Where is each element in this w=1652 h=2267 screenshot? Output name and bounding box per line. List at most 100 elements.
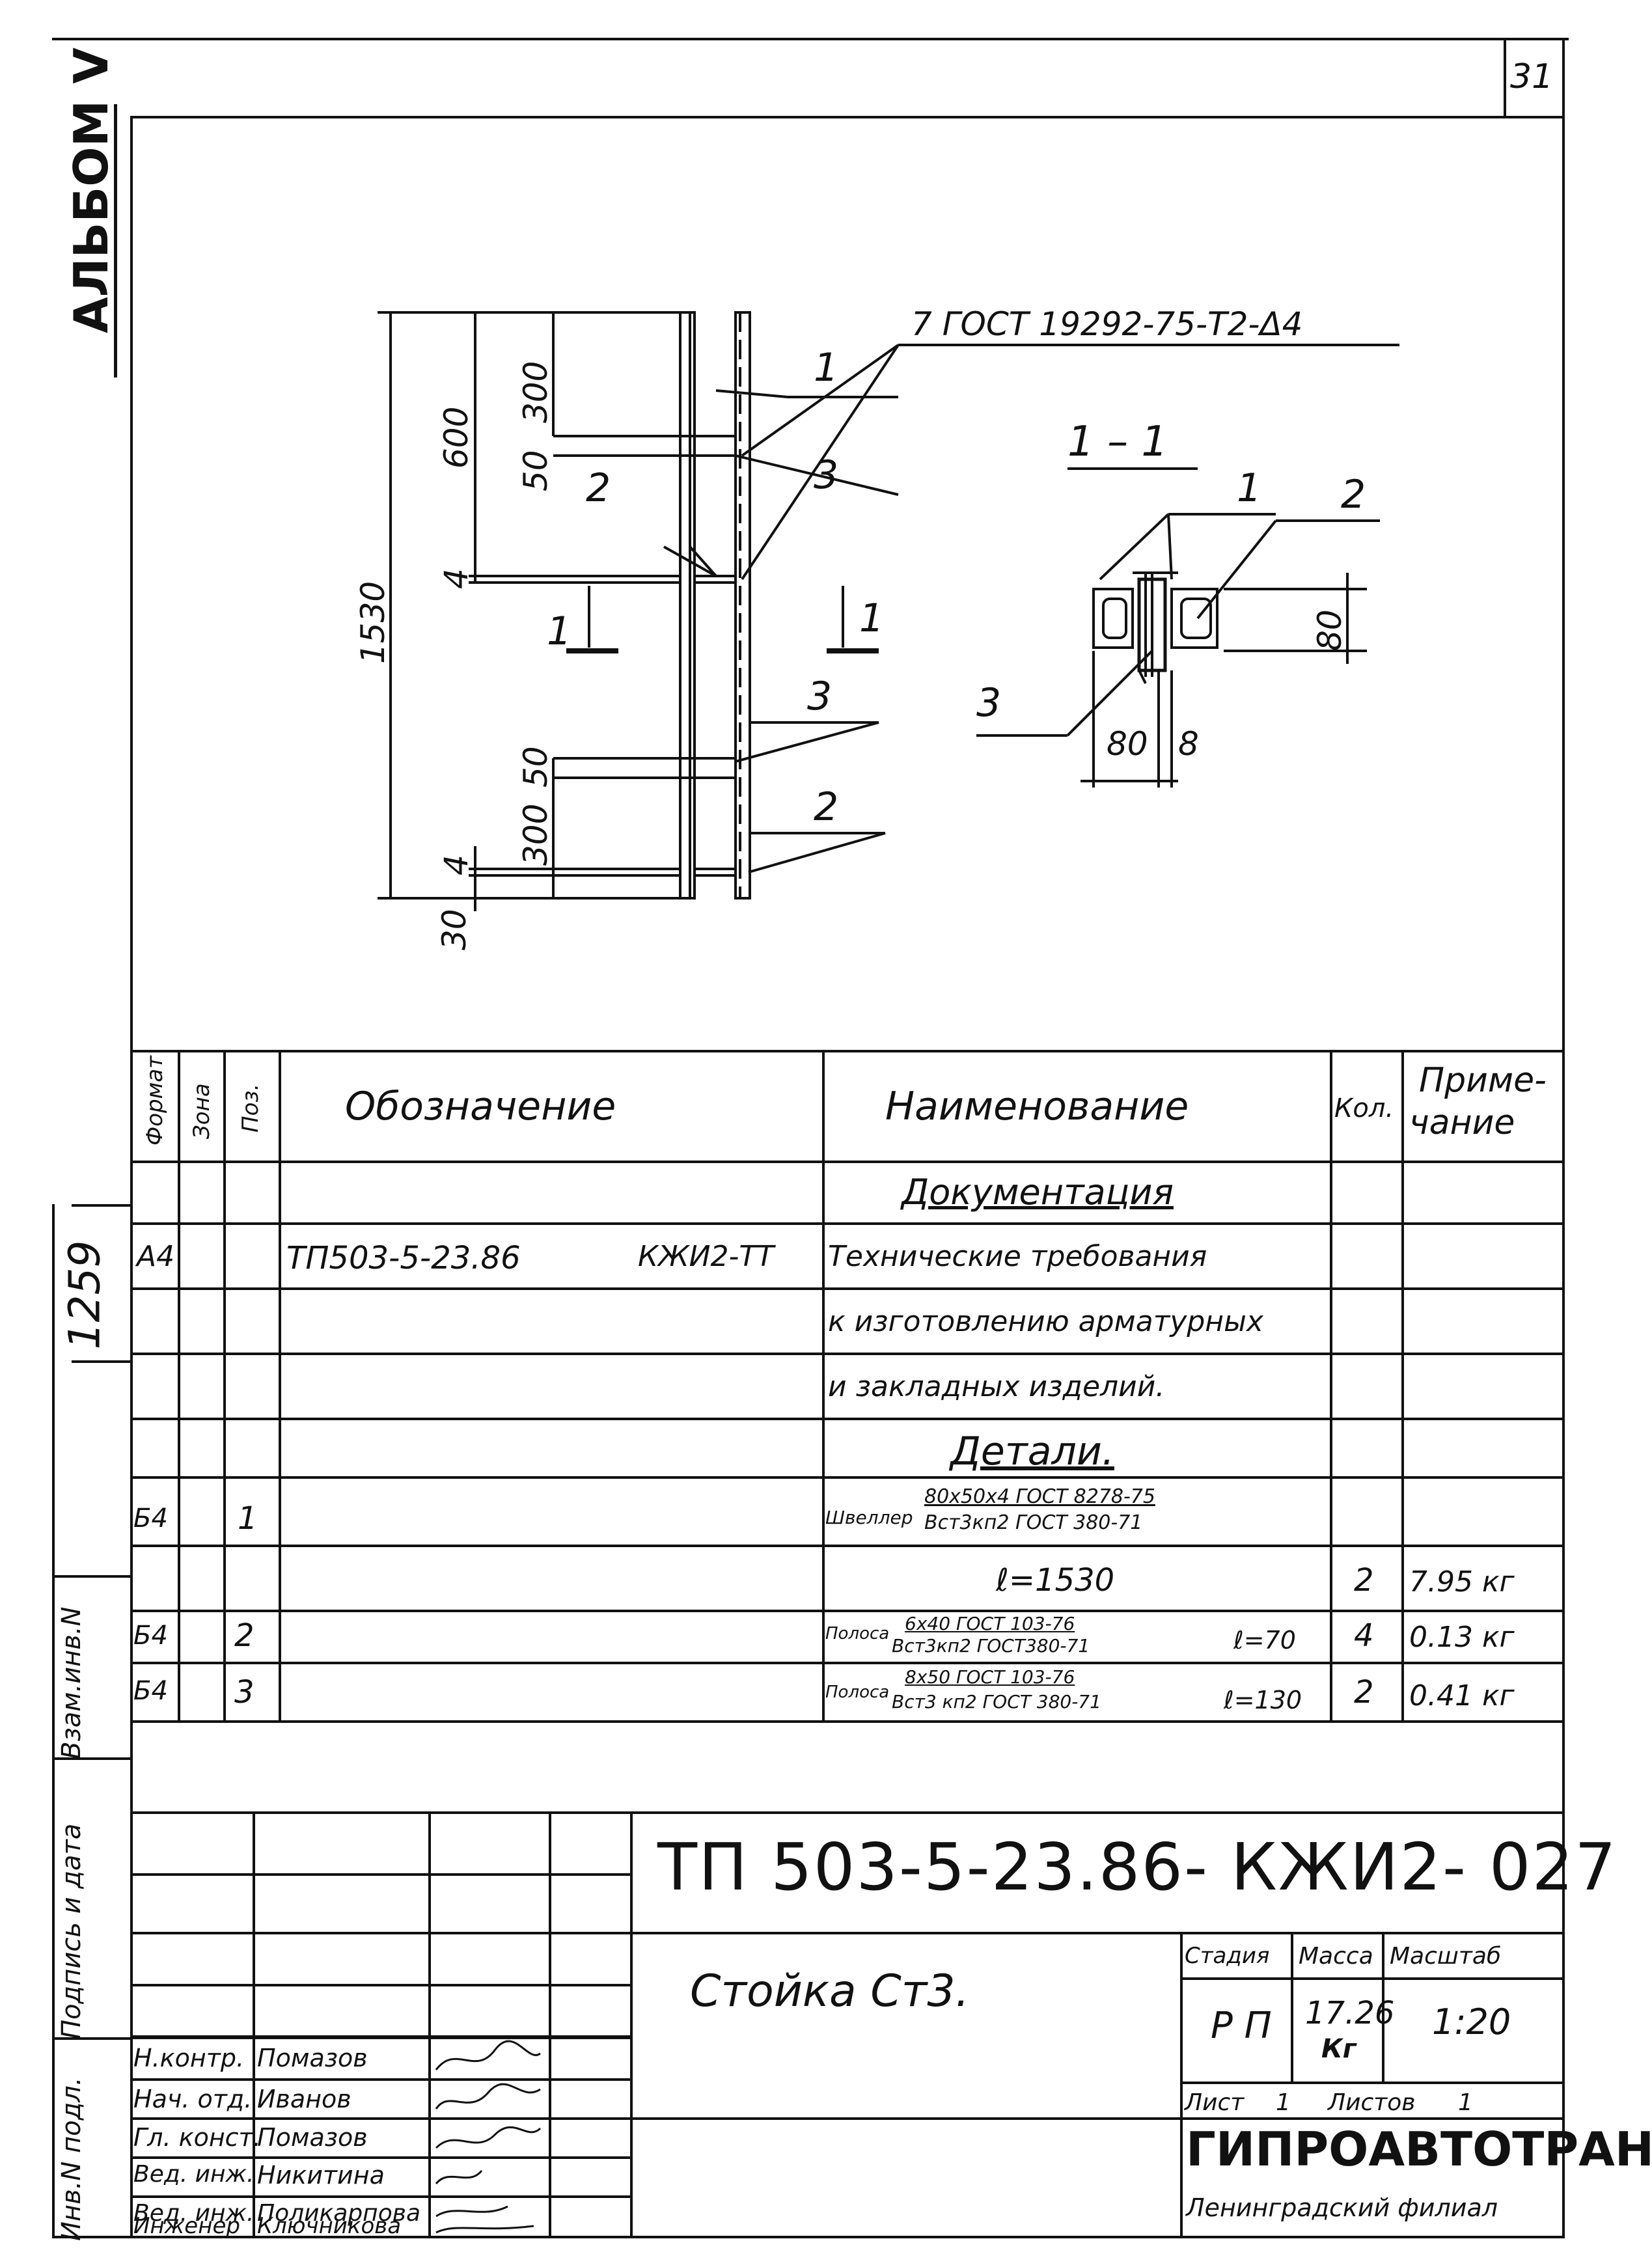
scale-label: Масштаб <box>1390 1943 1502 1970</box>
sheet-no-box-left <box>1504 39 1506 117</box>
row1-name-extra: ℓ=1530 <box>996 1562 1115 1599</box>
callout-1: 1 <box>814 345 838 391</box>
section-callout-2: 2 <box>1341 472 1366 517</box>
callout-2: 2 <box>586 465 611 511</box>
staff-role-4: Вед. инж. <box>133 2161 255 2188</box>
doc-name-line-1: Технические требования <box>828 1240 1207 1273</box>
dim-300a: 300 <box>517 361 555 423</box>
frame-left <box>130 116 133 2238</box>
margin-div-2 <box>52 1757 130 1760</box>
row3-note: 0.41 кг <box>1409 1679 1515 1712</box>
dim-600: 600 <box>437 407 475 469</box>
mass-label: Масса <box>1299 1943 1373 1970</box>
row2-note: 0.13 кг <box>1409 1621 1515 1654</box>
staff-name-2: Иванов <box>257 2085 351 2113</box>
dim-80w: 80 <box>1107 725 1148 763</box>
row2-qty: 4 <box>1354 1617 1374 1654</box>
sheet-label: Лист <box>1185 2089 1245 2116</box>
dim-4a: 4 <box>437 568 475 589</box>
row2-name-top: 6х40 ГОСТ 103-76 <box>905 1613 1075 1634</box>
row3-name-bottom: Вст3 кп2 ГОСТ 380-71 <box>892 1691 1101 1712</box>
album-underline <box>114 104 117 378</box>
hdr-qty: Кол. <box>1334 1093 1394 1123</box>
sheet-number: 31 <box>1510 57 1554 96</box>
row3-pos: 3 <box>234 1674 255 1711</box>
doc-designation-1: ТП503-5-23.86 <box>286 1240 521 1276</box>
frame-top <box>52 38 1569 40</box>
signature-1 <box>435 2040 541 2070</box>
section-parts: Детали. <box>950 1429 1114 1474</box>
scale-value: 1:20 <box>1432 2001 1511 2042</box>
section-callout-1: 1 <box>1237 465 1261 511</box>
row3-name-top: 8х50 ГОСТ 103-76 <box>905 1666 1075 1688</box>
row2-name-prefix: Полоса <box>825 1624 890 1643</box>
hdr-pos: Поз. <box>238 1083 264 1133</box>
stage-label: Стадия <box>1185 1943 1270 1969</box>
row1-note: 7.95 кг <box>1409 1565 1515 1599</box>
sheet-value: 1 <box>1276 2089 1291 2116</box>
row2-name-extra: ℓ=70 <box>1233 1626 1296 1655</box>
cut-right-label: 1 <box>859 596 884 641</box>
sheets-value: 1 <box>1458 2089 1473 2116</box>
row3-format: Б4 <box>133 1676 168 1706</box>
signature-3 <box>435 2126 542 2149</box>
branch-name: Ленинградский филиал <box>1186 2193 1498 2222</box>
callout-3b: 3 <box>807 674 832 719</box>
hdr-designation: Обозначение <box>345 1084 616 1129</box>
row1-name-prefix: Швеллер <box>825 1507 913 1528</box>
dim-4b: 4 <box>437 855 475 875</box>
hdr-note-2: чание <box>1409 1103 1515 1142</box>
signature-2 <box>435 2083 541 2109</box>
drawing-code: ТП 503-5-23.86- КЖИ2- 027 <box>657 1829 1618 1905</box>
dim-30: 30 <box>435 909 473 950</box>
margin-strip-line <box>52 1204 55 2238</box>
hdr-zone: Зона <box>189 1083 215 1139</box>
dim-300b: 300 <box>517 804 555 866</box>
staff-role-6: Инженер <box>133 2213 240 2239</box>
mass-unit: Кг <box>1321 2034 1356 2064</box>
doc-name-line-3: и закладных изделий. <box>828 1370 1165 1403</box>
channel-left <box>679 311 696 900</box>
side-number-line2 <box>72 1360 130 1363</box>
hdr-format: Формат <box>142 1056 168 1146</box>
callout-2b: 2 <box>814 784 838 830</box>
staff-name-4: Никитина <box>257 2161 385 2190</box>
margin-div-3 <box>52 2037 130 2040</box>
frame-top-inner <box>130 116 1562 118</box>
callout-3: 3 <box>814 452 838 498</box>
dim-8: 8 <box>1178 725 1199 763</box>
staff-role-2: Нач. отд. <box>133 2085 253 2113</box>
side-number-line <box>72 1204 130 1207</box>
row1-qty: 2 <box>1354 1562 1374 1599</box>
row3-name-extra: ℓ=130 <box>1224 1686 1302 1714</box>
row3-name-prefix: Полоса <box>825 1683 890 1702</box>
doc-name-line-2: к изготовлению арматурных <box>828 1305 1263 1338</box>
staff-role-5: Вед. инж. <box>133 2200 255 2227</box>
cut-left-label: 1 <box>547 609 571 654</box>
staff-role-1: Н.контр. <box>133 2044 245 2072</box>
mass-value: 17.26 <box>1305 1995 1395 2031</box>
section-callout-3: 3 <box>976 680 1001 726</box>
sheets-label: Листов <box>1328 2089 1416 2116</box>
signature-6 <box>435 2225 534 2234</box>
org-name: ГИПРОАВТОТРАНС <box>1186 2122 1652 2177</box>
stage-value: Р П <box>1211 2005 1272 2047</box>
dim-80h: 80 <box>1311 609 1349 651</box>
dim-1530: 1530 <box>354 581 392 664</box>
doc-designation-2: КЖИ2-ТТ <box>638 1240 775 1273</box>
staff-name-1: Помазов <box>257 2044 368 2072</box>
row1-format: Б4 <box>133 1504 168 1533</box>
signatures <box>435 2040 542 2234</box>
margin-div-1 <box>52 1575 130 1578</box>
frame-right <box>1562 38 1565 2238</box>
frame-bottom <box>52 2236 1565 2238</box>
part-name: Стойка Ст3. <box>690 1966 970 2017</box>
row2-format: Б4 <box>133 1621 168 1651</box>
signature-5 <box>435 2205 508 2218</box>
weld-spec: 7 ГОСТ 19292-75-Т2-Δ4 <box>911 305 1302 343</box>
dim-50b: 50 <box>517 746 555 788</box>
row2-pos: 2 <box>234 1617 255 1654</box>
staff-name-3: Помазов <box>257 2123 368 2152</box>
doc-format: А4 <box>137 1240 175 1273</box>
